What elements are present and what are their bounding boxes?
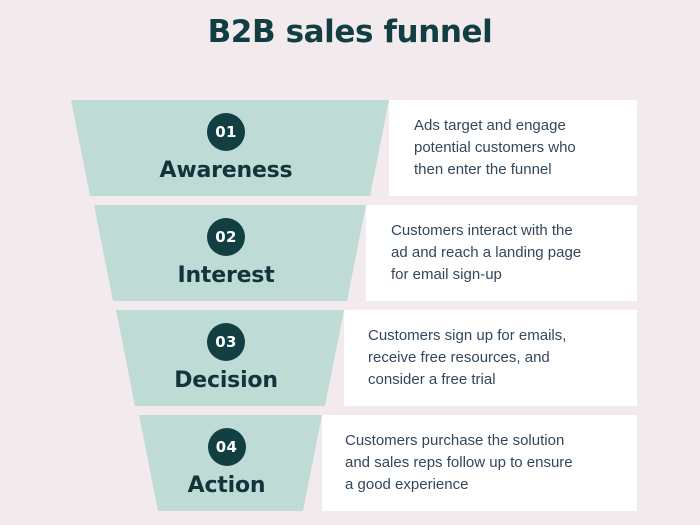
- stage-description-action: Customers purchase the solution and sale…: [345, 415, 633, 511]
- stage-shape-action: [0, 415, 700, 511]
- stage-left-interest: 02 Interest: [94, 205, 358, 301]
- stage-description-decision: Customers sign up for emails, receive fr…: [368, 310, 633, 406]
- stage-left-decision: 03 Decision: [116, 310, 336, 406]
- funnel-stage-decision[interactable]: 03 Decision Customers sign up for emails…: [0, 310, 700, 406]
- funnel-stage-awareness[interactable]: 01 Awareness Ads target and engage poten…: [0, 100, 700, 196]
- page-title: B2B sales funnel: [207, 14, 493, 50]
- stage-left-awareness: 01 Awareness: [71, 100, 381, 196]
- desc-line: ad and reach a landing page: [391, 243, 582, 261]
- stage-label: Decision: [174, 368, 278, 393]
- stage-number-badge: 03: [207, 323, 245, 361]
- stage-description-interest: Customers interact with the ad and reach…: [391, 205, 631, 301]
- desc-line: consider a free trial: [368, 371, 496, 389]
- desc-line: potential customers who: [414, 138, 576, 156]
- desc-line: and sales reps follow up to ensure: [345, 453, 573, 471]
- stage-label: Awareness: [159, 158, 293, 183]
- funnel-stage-interest[interactable]: 02 Interest Customers interact with the …: [0, 205, 700, 301]
- funnel-stage-action[interactable]: 04 Action Customers purchase the solutio…: [0, 415, 700, 511]
- desc-line: Customers sign up for emails,: [368, 326, 567, 344]
- stage-description-awareness: Ads target and engage potential customer…: [414, 100, 629, 196]
- stage-label: Action: [187, 473, 266, 498]
- stage-number-badge: 04: [207, 428, 246, 466]
- stage-shape-decision: [0, 310, 700, 406]
- desc-line: receive free resources, and: [368, 348, 550, 366]
- desc-line: for email sign-up: [391, 266, 502, 284]
- desc-line: Ads target and engage: [414, 116, 566, 134]
- desc-line: then enter the funnel: [414, 161, 552, 179]
- desc-line: Customers interact with the: [391, 221, 573, 239]
- desc-line: Customers purchase the solution: [345, 431, 565, 449]
- stage-label: Interest: [177, 263, 275, 288]
- desc-line: a good experience: [345, 476, 469, 494]
- stage-left-action: 04 Action: [139, 415, 314, 511]
- stage-number-badge: 01: [207, 113, 245, 151]
- stage-number-badge: 02: [207, 218, 245, 256]
